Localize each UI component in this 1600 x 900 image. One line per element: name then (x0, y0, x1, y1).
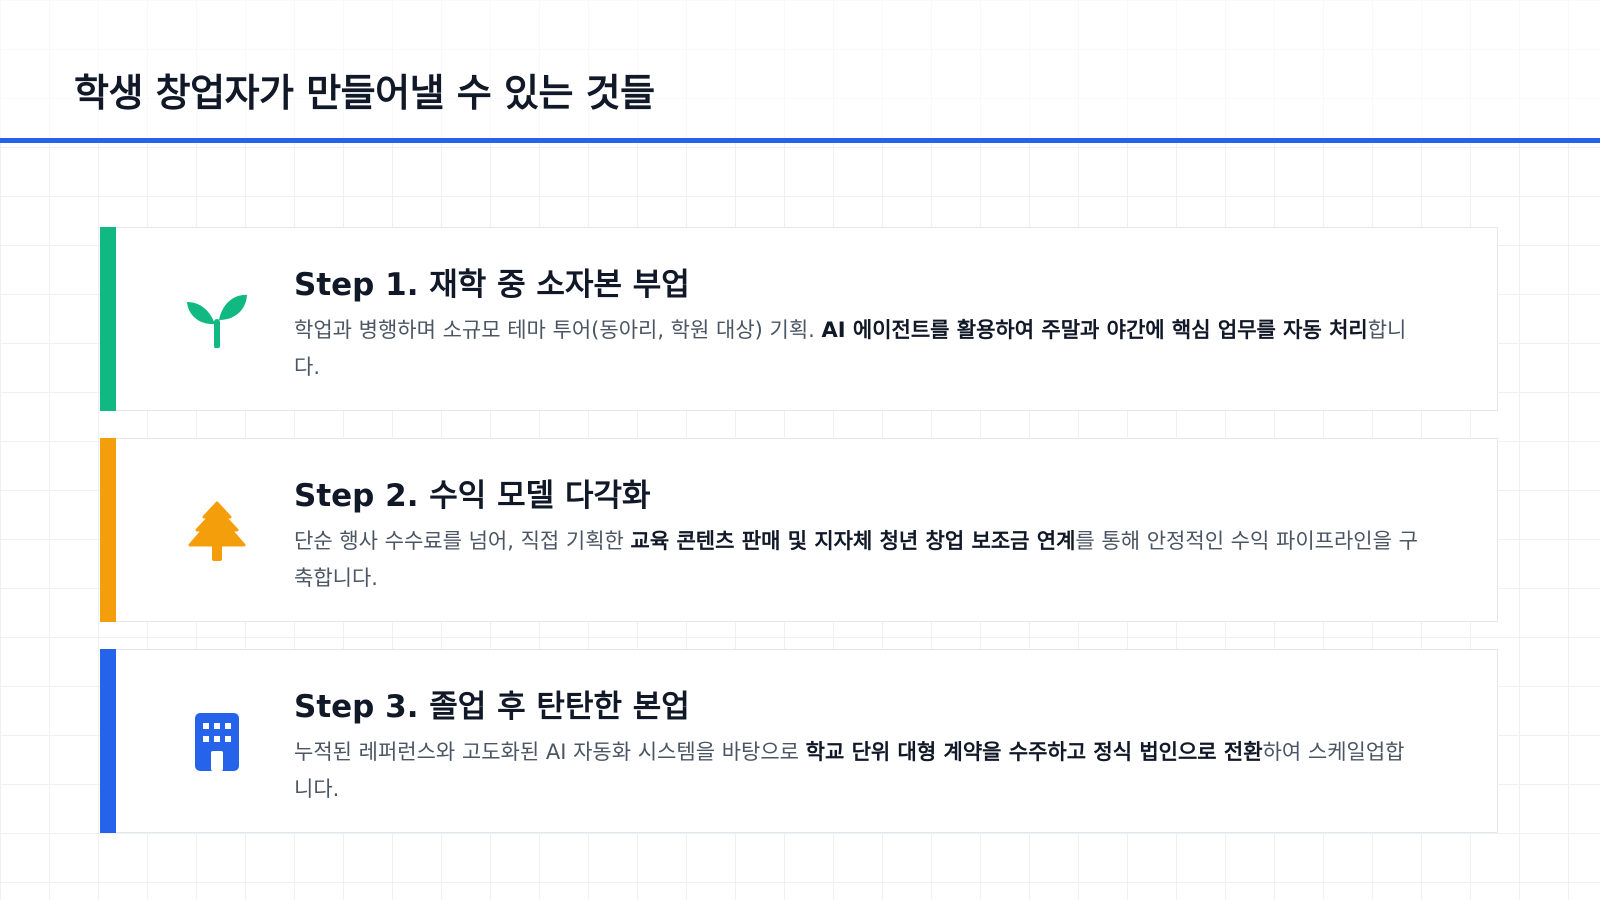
step-card-3: Step 3. 졸업 후 탄탄한 본업 누적된 레퍼런스와 고도화된 AI 자동… (100, 649, 1498, 833)
tree-icon (184, 499, 250, 565)
step-card-1: Step 1. 재학 중 소자본 부업 학업과 병행하며 소규모 테마 투어(동… (100, 227, 1498, 411)
step-card-2: Step 2. 수익 모델 다각화 단순 행사 수수료를 넘어, 직접 기획한 … (100, 438, 1498, 622)
title-divider (0, 138, 1600, 143)
step-1-description: 학업과 병행하며 소규모 테마 투어(동아리, 학원 대상) 기획. AI 에이… (294, 318, 1407, 379)
step-2-description: 단순 행사 수수료를 넘어, 직접 기획한 교육 콘텐츠 판매 및 지자체 청년… (294, 529, 1418, 590)
step-1-accent-bar (100, 227, 116, 411)
title-bar (0, 0, 1600, 138)
step-1-title: Step 1. 재학 중 소자본 부업 (294, 267, 690, 303)
step-3-accent-bar (100, 649, 116, 833)
step-3-description: 누적된 레퍼런스와 고도화된 AI 자동화 시스템을 바탕으로 학교 단위 대형… (294, 740, 1405, 801)
building-icon (184, 709, 250, 775)
step-2-title: Step 2. 수익 모델 다각화 (294, 478, 651, 514)
seedling-icon (184, 286, 250, 352)
step-2-accent-bar (100, 438, 116, 622)
page-title: 학생 창업자가 만들어낼 수 있는 것들 (74, 71, 655, 115)
step-3-title: Step 3. 졸업 후 탄탄한 본업 (294, 689, 690, 725)
